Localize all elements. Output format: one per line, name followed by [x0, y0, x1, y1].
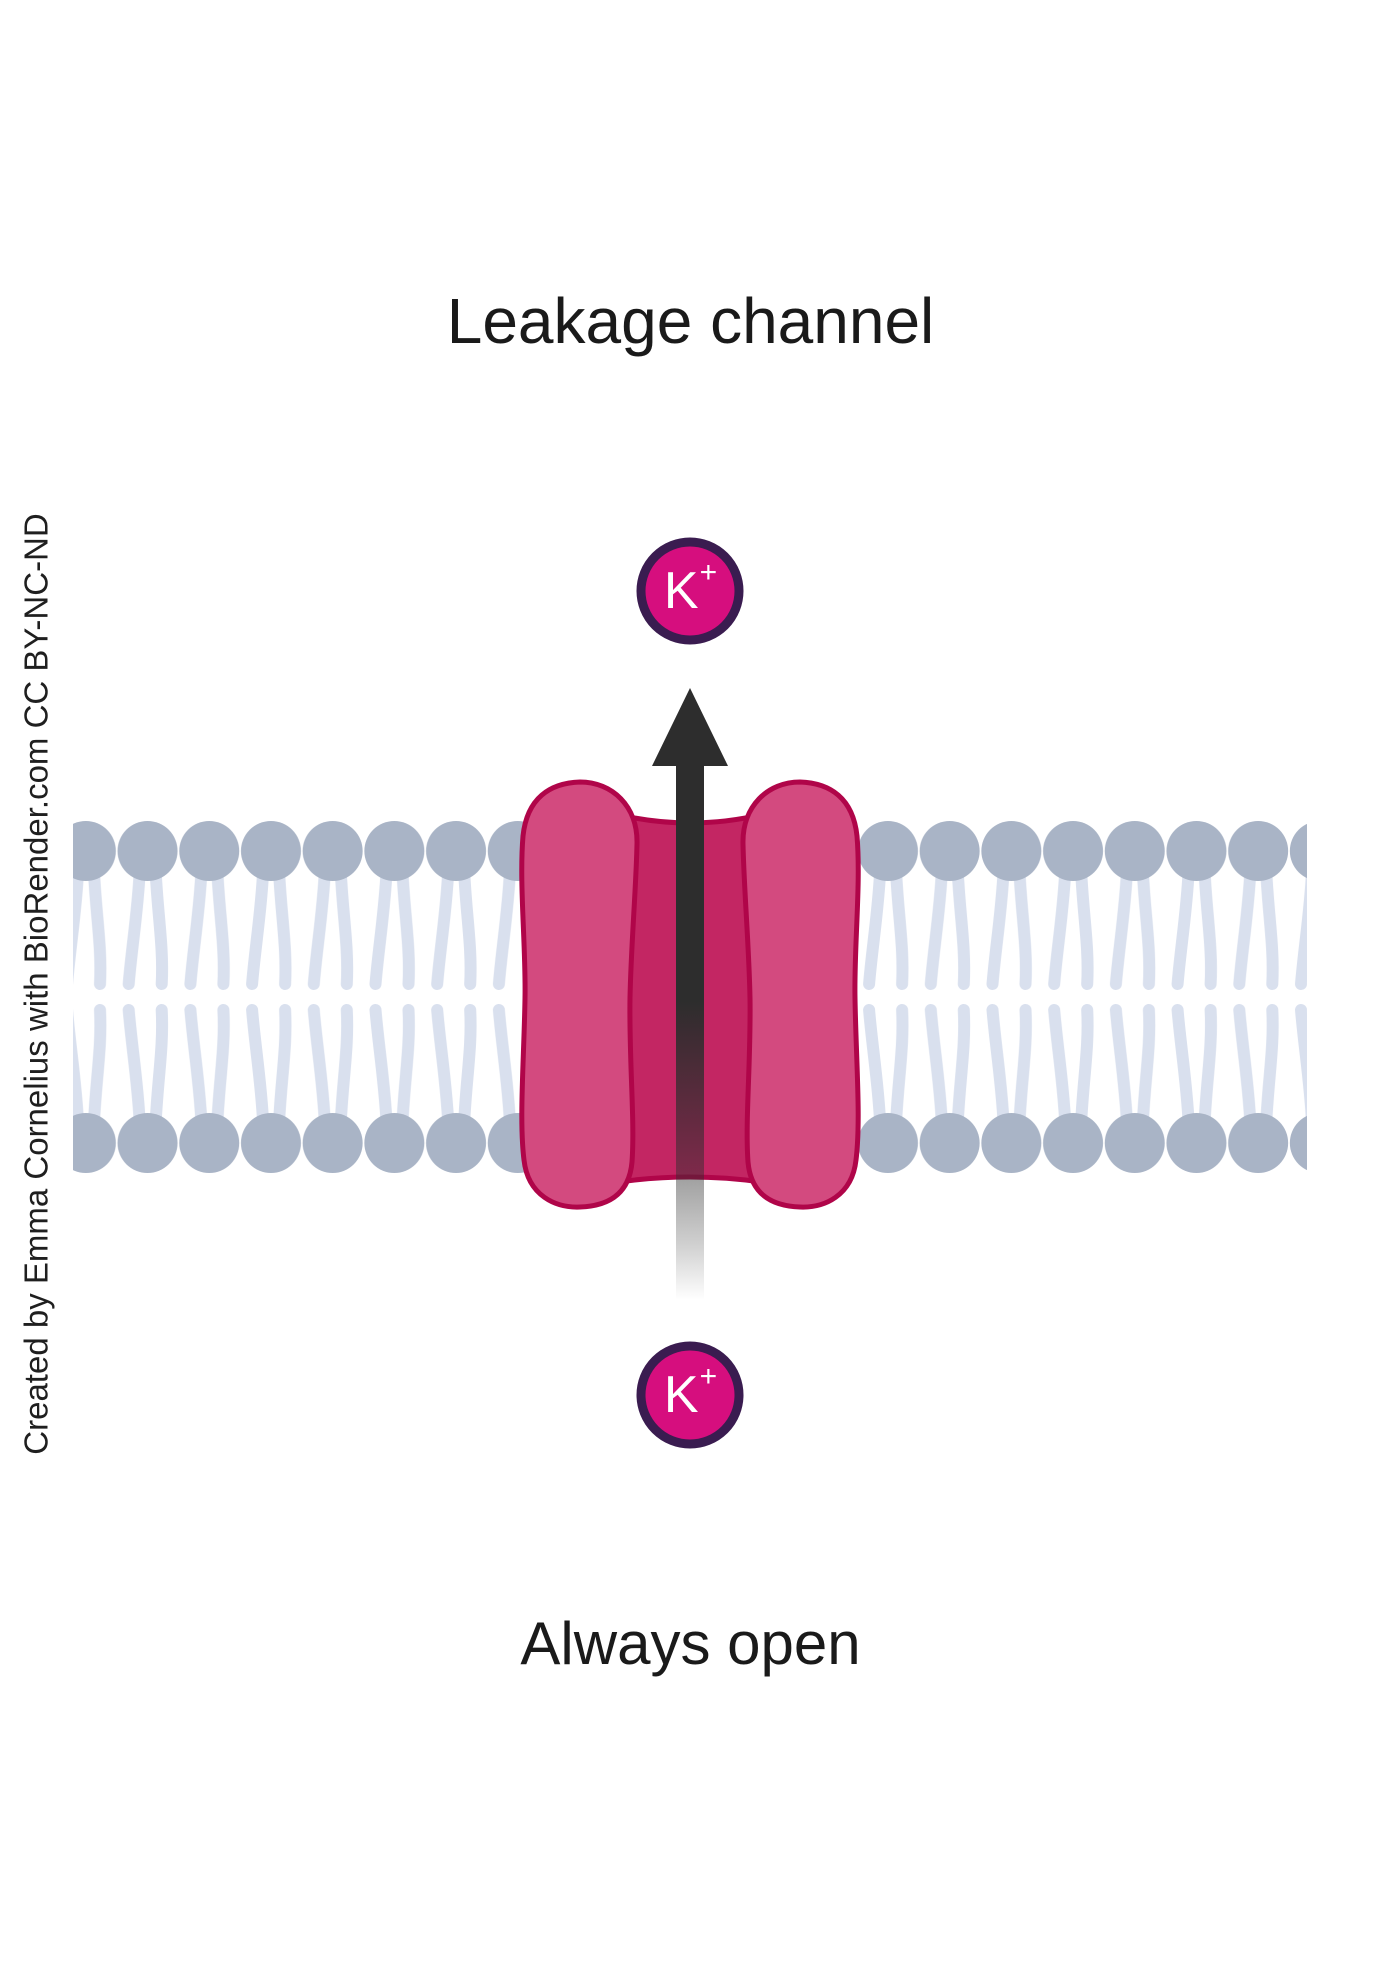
flow-arrow-shaft [676, 758, 704, 1300]
diagram-caption: Always open [520, 1610, 861, 1677]
potassium-ion-bottom-circle [636, 1341, 744, 1449]
flow-arrow-head-icon [652, 688, 728, 766]
channel-subunit-right [740, 779, 861, 1210]
channel-subunit-left [519, 779, 640, 1210]
diagram-title: Leakage channel [446, 285, 935, 357]
potassium-ion-top-circle [636, 537, 744, 645]
